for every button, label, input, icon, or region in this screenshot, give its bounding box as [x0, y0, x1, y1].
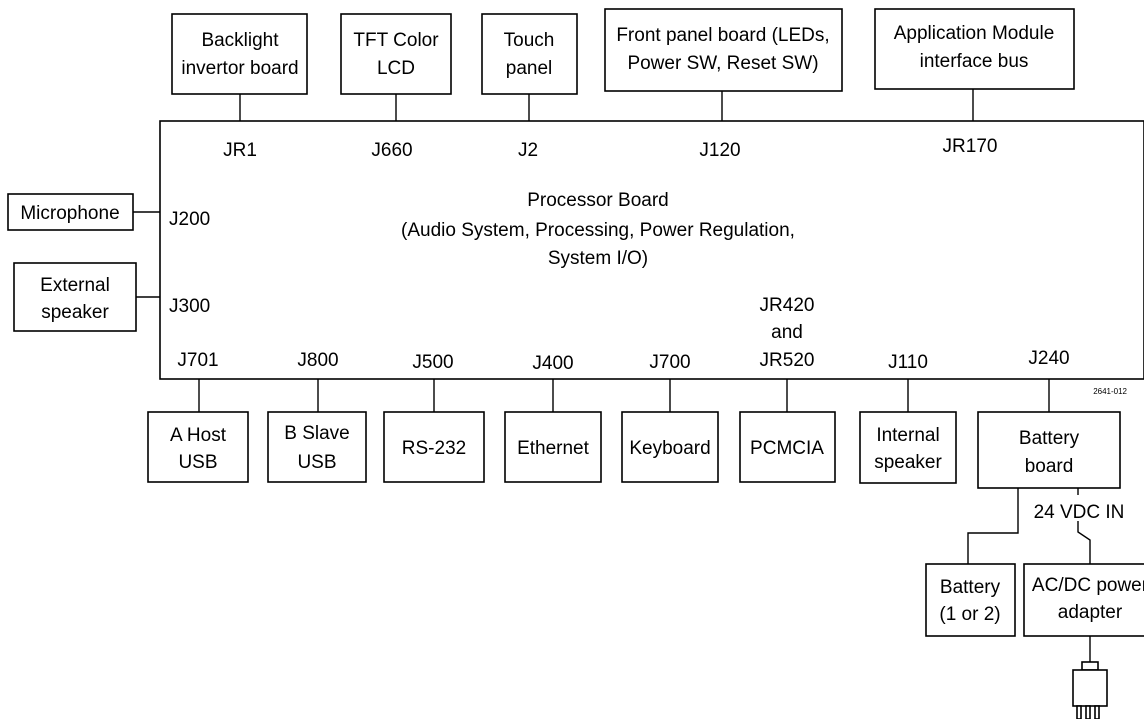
connector-j700: J700: [649, 352, 690, 373]
internal-speaker: Internal speaker: [859, 379, 957, 484]
touch-panel: Touch panel J2: [481, 13, 578, 161]
connector-j110: J110: [888, 352, 928, 373]
host-usb-box: [147, 411, 249, 483]
tft-lcd-box: [340, 13, 452, 95]
application-module-interface-bus: Application Module interface bus JR170: [874, 8, 1075, 157]
ethernet: Ethernet: [504, 379, 602, 483]
rs232-box: [383, 411, 485, 483]
internal-speaker-label-line2: speaker: [874, 452, 942, 473]
connector-j500: J500: [412, 352, 453, 373]
adapter-label-line1: AC/DC power: [1032, 575, 1144, 596]
plug-body: [1072, 669, 1108, 707]
plug-prong-right: [1094, 705, 1100, 719]
connector-jr1: JR1: [223, 140, 257, 161]
tft-lcd-label-line2: LCD: [377, 58, 415, 79]
a-host-usb: A Host USB: [147, 379, 249, 483]
adapter-label-line2: adapter: [1058, 602, 1123, 623]
connector-j200: J200: [169, 209, 210, 230]
microphone-label: Microphone: [20, 203, 119, 224]
slave-usb-box: [267, 411, 367, 483]
external-speaker-label-line2: speaker: [41, 302, 109, 323]
battery-label-line1: Battery: [940, 577, 1001, 598]
tft-lcd-label-line1: TFT Color: [353, 30, 439, 51]
battery-label-line2: (1 or 2): [939, 604, 1000, 625]
internal-speaker-box: [859, 411, 957, 484]
ac-dc-adapter-box: [1023, 563, 1144, 637]
vdc-in-label: 24 VDC IN: [1034, 502, 1125, 523]
app-module-box: [874, 8, 1075, 90]
keyboard: Keyboard: [621, 379, 719, 483]
ethernet-label: Ethernet: [517, 438, 590, 459]
backlight-label-line2: invertor board: [181, 58, 298, 79]
rs-232: RS-232: [383, 379, 485, 483]
front-panel-box: [604, 8, 843, 92]
keyboard-label: Keyboard: [629, 438, 710, 459]
processor-board: Processor Board (Audio System, Processin…: [159, 120, 1144, 380]
connector-jr170: JR170: [943, 136, 998, 157]
battery-board-label-line2: board: [1025, 456, 1074, 477]
microphone-box: [7, 193, 134, 231]
processor-board-subtitle-line2: System I/O): [548, 248, 648, 269]
connector-j2: J2: [518, 140, 538, 161]
battery-board-box: [977, 411, 1121, 489]
host-usb-label-line1: A Host: [170, 425, 227, 446]
backlight-invertor-box: [171, 13, 308, 95]
connector-j800: J800: [297, 350, 338, 371]
ethernet-box: [504, 411, 602, 483]
plug-collar: [1081, 661, 1099, 671]
connector-and-text: and: [771, 322, 803, 343]
app-module-label-line1: Application Module: [894, 23, 1055, 44]
connector-jr420: JR420: [760, 295, 815, 316]
backlight-label-line1: Backlight: [201, 30, 279, 51]
figure-number: 2641-012: [1093, 387, 1127, 396]
power-section: 24 VDC IN Battery (1 or 2) AC/DC power a…: [925, 488, 1144, 719]
front-panel-label-line2: Power SW, Reset SW): [627, 53, 818, 74]
host-usb-label-line2: USB: [178, 452, 217, 473]
power-plug-icon: [1072, 636, 1108, 719]
dc-in-wire-lower: [1077, 521, 1091, 564]
connector-j300: J300: [169, 296, 210, 317]
backlight-invertor-board: Backlight invertor board JR1: [171, 13, 308, 161]
touch-panel-label-line1: Touch: [504, 30, 555, 51]
tft-color-lcd: TFT Color LCD J660: [340, 13, 452, 161]
plug-prong-middle: [1085, 705, 1091, 719]
pcmcia-label: PCMCIA: [750, 438, 824, 459]
microphone: Microphone J200: [7, 193, 210, 231]
slave-usb-label-line2: USB: [297, 452, 336, 473]
plug-prong-left: [1076, 705, 1082, 719]
external-speaker-box: [13, 262, 137, 332]
processor-board-subtitle-line1: (Audio System, Processing, Power Regulat…: [401, 220, 795, 241]
pcmcia: PCMCIA: [739, 379, 836, 483]
front-panel-board: Front panel board (LEDs, Power SW, Reset…: [604, 8, 843, 161]
connector-jr520: JR520: [760, 350, 815, 371]
rs232-label: RS-232: [402, 438, 466, 459]
processor-board-box: [159, 120, 1144, 380]
battery-board-label-line1: Battery: [1019, 428, 1080, 449]
slave-usb-label-line1: B Slave: [284, 423, 349, 444]
battery-board: Battery board: [977, 379, 1121, 489]
processor-board-title: Processor Board: [527, 190, 669, 211]
external-speaker-label-line1: External: [40, 275, 110, 296]
connector-j701: J701: [177, 350, 218, 371]
pcmcia-box: [739, 411, 836, 483]
touch-panel-box: [481, 13, 578, 95]
app-module-label-line2: interface bus: [920, 51, 1029, 72]
connector-j400: J400: [532, 353, 573, 374]
connector-j240: J240: [1028, 348, 1069, 369]
front-panel-label-line1: Front panel board (LEDs,: [616, 25, 829, 46]
touch-panel-label-line2: panel: [506, 58, 553, 79]
battery-wire: [967, 488, 1019, 564]
keyboard-box: [621, 411, 719, 483]
external-speaker: External speaker J300: [13, 262, 210, 332]
connector-j660: J660: [371, 140, 412, 161]
internal-speaker-label-line1: Internal: [876, 425, 939, 446]
battery-box: [925, 563, 1016, 637]
connector-j120: J120: [699, 140, 740, 161]
b-slave-usb: B Slave USB: [267, 379, 367, 483]
